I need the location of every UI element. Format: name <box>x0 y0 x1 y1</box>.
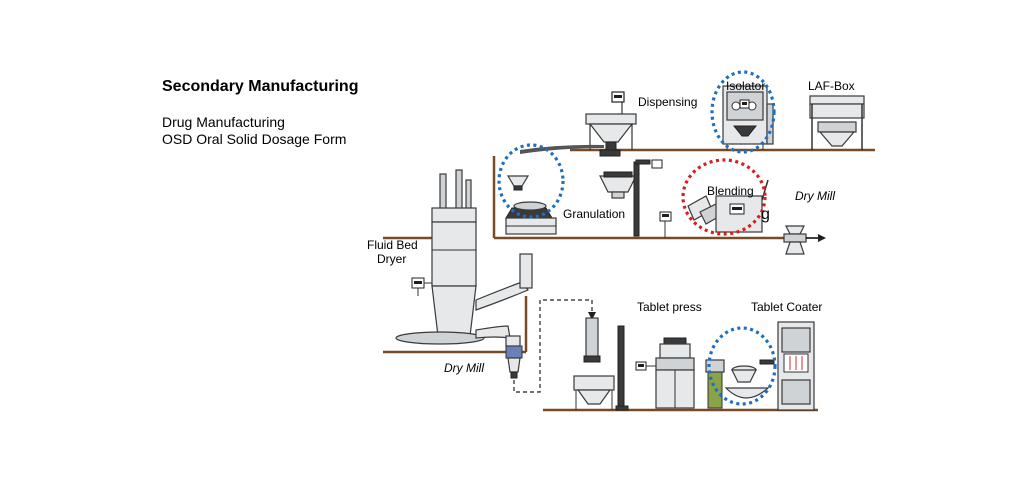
bin-blender-unit <box>573 317 629 411</box>
label-blending-fragment: g <box>761 206 770 223</box>
dispensing-station <box>520 91 637 157</box>
tablet-press-unit <box>635 337 695 409</box>
highlight-tablet-coater <box>707 326 777 406</box>
shelf-lines <box>383 148 875 412</box>
fluid-bed-dryer <box>395 169 533 345</box>
label-fluid-bed-line2: Dryer <box>377 252 406 266</box>
highlight-isolator <box>710 70 776 154</box>
label-dry-mill-bottom: Dry Mill <box>444 361 484 375</box>
dry-mill-top-unit <box>783 225 826 255</box>
diagram-subtitle-line1: Drug Manufacturing <box>162 114 285 130</box>
label-laf-box: LAF-Box <box>808 79 855 93</box>
label-fluid-bed-line1: Fluid Bed <box>367 238 418 252</box>
granulation-station <box>505 175 557 235</box>
highlight-blending <box>681 158 767 236</box>
diagram-subtitle-line2: OSD Oral Solid Dosage Form <box>162 131 346 147</box>
blending-station <box>687 179 769 233</box>
highlight-granulation <box>497 143 565 219</box>
laf-box-unit <box>809 95 865 150</box>
mixer-unit <box>599 159 672 238</box>
transfer-line <box>513 299 593 393</box>
label-blending: Blending <box>707 184 754 198</box>
label-isolator: Isolator <box>726 79 765 93</box>
dry-mill-bottom-unit <box>505 335 523 379</box>
diagram-title: Secondary Manufacturing <box>162 78 358 95</box>
label-tablet-coater: Tablet Coater <box>751 300 822 314</box>
tablet-coater-unit <box>705 321 815 411</box>
label-tablet-press: Tablet press <box>637 300 702 314</box>
label-granulation: Granulation <box>563 207 625 221</box>
label-dispensing: Dispensing <box>638 95 697 109</box>
label-dry-mill-top: Dry Mill <box>795 189 835 203</box>
isolator-unit <box>722 85 774 150</box>
